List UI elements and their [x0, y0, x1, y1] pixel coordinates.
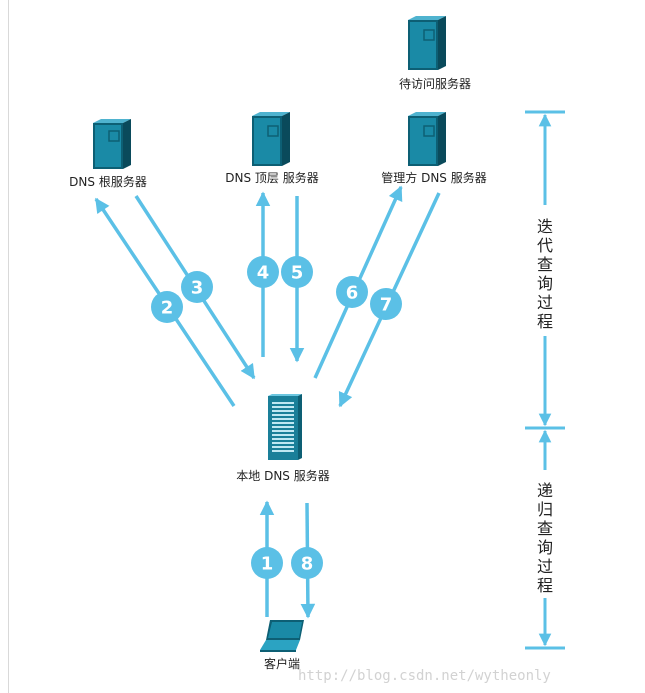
laptop-icon: [260, 620, 304, 652]
client-label: 客户端: [264, 656, 300, 671]
step-2-badge: 2: [151, 291, 183, 323]
svg-text:迭: 迭: [537, 217, 553, 236]
step-6-badge: 6: [336, 276, 368, 308]
svg-text:查: 查: [537, 519, 553, 538]
svg-text:程: 程: [537, 312, 553, 331]
recursive-phase-label: 递 归 查 询 过 程: [537, 481, 553, 595]
target-server-icon: [408, 16, 446, 70]
svg-text:过: 过: [537, 293, 553, 312]
step-1-number: 1: [261, 554, 274, 575]
tld-server-icon: [252, 112, 290, 166]
svg-text:询: 询: [537, 538, 553, 557]
step-4-badge: 4: [247, 256, 279, 288]
iterative-phase-label: 迭 代 查 询 过 程: [537, 217, 553, 331]
step-6-number: 6: [346, 283, 359, 304]
step-5-badge: 5: [281, 256, 313, 288]
root-server-label: DNS 根服务器: [69, 174, 147, 189]
authoritative-server-label: 管理方 DNS 服务器: [381, 170, 486, 185]
svg-text:过: 过: [537, 557, 553, 576]
local-dns-server-icon: [268, 394, 302, 460]
svg-text:递: 递: [537, 481, 553, 500]
watermark: http://blog.csdn.net/wytheonly: [298, 668, 551, 684]
svg-text:询: 询: [537, 274, 553, 293]
root-server-icon: [93, 119, 131, 169]
svg-text:查: 查: [537, 255, 553, 274]
step-1-badge: 1: [251, 547, 283, 579]
step-2-number: 2: [161, 298, 174, 319]
local-dns-server-label: 本地 DNS 服务器: [236, 468, 329, 483]
tld-server-label: DNS 顶层 服务器: [225, 170, 318, 185]
authoritative-server-icon: [408, 112, 446, 166]
step-3-badge: 3: [181, 271, 213, 303]
svg-text:归: 归: [537, 500, 553, 519]
step-5-number: 5: [291, 263, 304, 284]
step-4-number: 4: [257, 263, 270, 284]
svg-text:代: 代: [537, 236, 553, 255]
svg-text:程: 程: [537, 576, 553, 595]
step-8-number: 8: [301, 554, 314, 575]
step-7-number: 7: [380, 295, 393, 316]
step-3-number: 3: [191, 278, 204, 299]
target-server-label: 待访问服务器: [399, 76, 471, 91]
step-7-badge: 7: [370, 288, 402, 320]
step-8-badge: 8: [291, 547, 323, 579]
